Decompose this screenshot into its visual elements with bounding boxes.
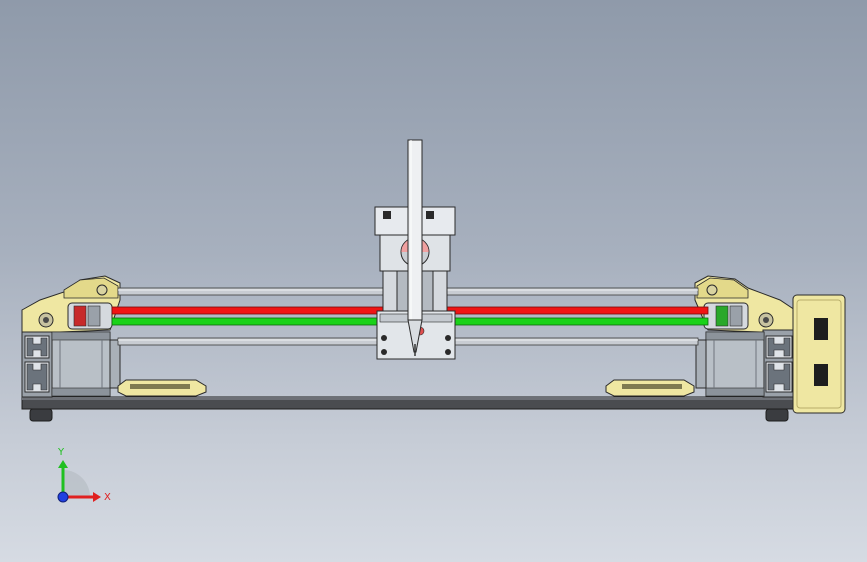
pulley-left[interactable] — [67, 302, 113, 330]
cable-clip-right[interactable] — [605, 379, 695, 397]
pulley-right[interactable] — [703, 302, 749, 330]
aluminum-extrusion-left[interactable] — [21, 329, 53, 398]
stepper-motor-right[interactable] — [695, 331, 765, 397]
stepper-motor-left[interactable] — [51, 331, 121, 397]
y-axis-label: Y — [57, 447, 65, 458]
z-axis-dot — [57, 491, 69, 503]
base-plate[interactable] — [21, 396, 798, 410]
cable-clip-left[interactable] — [117, 379, 207, 397]
pen-holder[interactable] — [407, 139, 423, 356]
foot-right[interactable] — [765, 408, 789, 422]
x-axis-label: X — [104, 492, 111, 503]
aluminum-extrusion-right[interactable] — [762, 329, 796, 398]
electronics-enclosure[interactable] — [792, 294, 846, 414]
foot-left[interactable] — [29, 408, 53, 422]
axis-triad[interactable]: X Y — [57, 447, 111, 503]
